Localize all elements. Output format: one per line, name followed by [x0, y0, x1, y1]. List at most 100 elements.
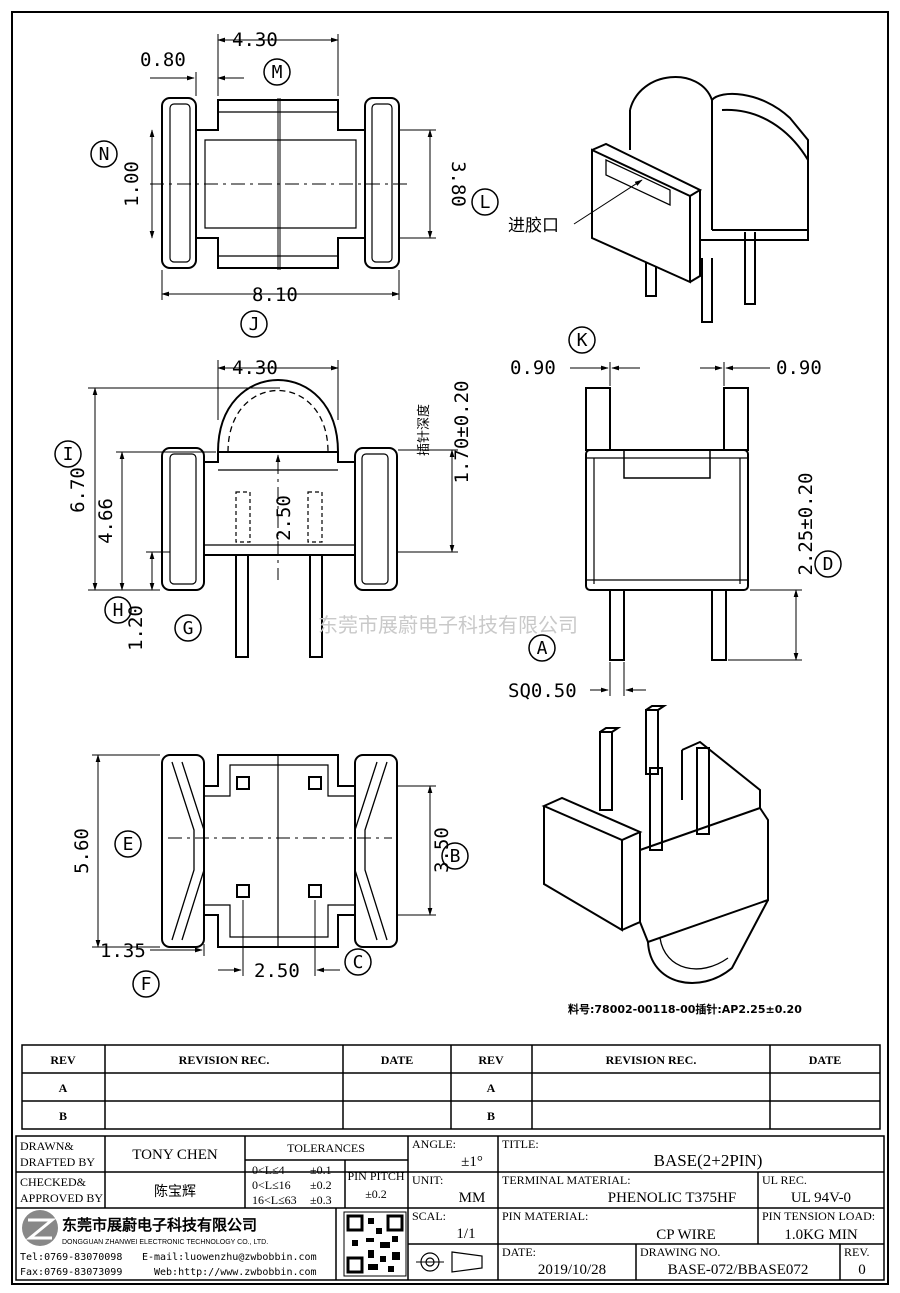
unit-value: MM [459, 1190, 486, 1206]
front-view [54, 360, 458, 658]
tol-value-3: ±0.3 [310, 1193, 332, 1207]
company-email: E-mail:luowenzhu@zwbobbin.com [142, 1252, 317, 1263]
rev-header-left: REV [50, 1053, 76, 1067]
rec-header-right: REVISION REC. [606, 1053, 697, 1067]
checked-value: 陈宝辉 [154, 1183, 196, 1200]
front-dim-body: 4.66 [95, 498, 117, 544]
rec-header-left: REVISION REC. [179, 1053, 270, 1067]
rev-value: 0 [858, 1262, 866, 1278]
terminal-label: TERMINAL MATERIAL: [502, 1173, 631, 1187]
marker-c: C [353, 952, 364, 973]
rev-row-a-left: A [59, 1081, 68, 1095]
marker-d: D [823, 554, 834, 575]
iso-view-top [573, 76, 809, 323]
top-dim-overall: 8.10 [252, 284, 298, 306]
marker-e: E [123, 834, 134, 855]
company-name-en: DONGGUAN ZHANWEI ELECTRONIC TECHNOLOGY C… [62, 1239, 268, 1246]
tolerances-label: TOLERANCES [287, 1141, 365, 1155]
rev-header-right: REV [478, 1053, 504, 1067]
marker-n: N [99, 144, 110, 165]
bottom-dim-inner: 3.50 [431, 827, 453, 873]
revision-table [21, 1044, 881, 1130]
tension-value: 1.0KG MIN [784, 1227, 857, 1243]
company-logo [22, 1210, 58, 1246]
top-dim-inner: 3.80 [447, 161, 469, 207]
bottom-view [92, 754, 469, 998]
date-header-left: DATE [381, 1053, 413, 1067]
drawn-label-2: DRAFTED BY [20, 1155, 95, 1169]
front-pin-depth-label: 插针深度 [416, 404, 432, 456]
drawn-value: TONY CHEN [132, 1147, 218, 1163]
top-view [90, 34, 499, 338]
rev-row-b-left: B [59, 1109, 67, 1123]
ul-label: UL REC. [762, 1173, 807, 1187]
side-dim-pin-square: SQ0.50 [508, 680, 577, 702]
marker-a: A [537, 638, 548, 659]
qr-code [343, 1211, 407, 1277]
checked-label-2: APPROVED BY [20, 1191, 103, 1205]
side-dim-pin-length: 2.25±0.20 [795, 473, 817, 576]
angle-label: ANGLE: [412, 1137, 456, 1151]
watermark: 东莞市展蔚电子科技有限公司 [318, 613, 578, 637]
tol-value-2: ±0.2 [310, 1178, 332, 1192]
checked-label-1: CHECKED& [20, 1175, 87, 1189]
marker-m: M [272, 62, 283, 83]
front-dim-pin-depth: 1.70±0.20 [451, 381, 473, 484]
side-view [528, 326, 842, 696]
scale-label: SCAL: [412, 1209, 446, 1223]
iso-view-bottom [541, 705, 769, 984]
tol-range-3: 16<L≤63 [252, 1193, 297, 1207]
tol-range-1: 0<L≤4 [252, 1163, 285, 1177]
front-dim-base: 1.20 [125, 605, 147, 651]
company-fax: Fax:0769-83073099 [20, 1267, 122, 1278]
front-dim-total: 6.70 [67, 467, 89, 513]
rev-label: REV. [844, 1245, 869, 1259]
company-tel: Tel:0769-83070098 [20, 1252, 122, 1263]
title-label: TITLE: [502, 1137, 539, 1151]
bottom-dim-flange: 1.35 [100, 940, 146, 962]
front-dim-width: 4.30 [232, 357, 278, 379]
company-web: Web:http://www.zwbobbin.com [154, 1267, 317, 1278]
side-dim-left: 0.90 [510, 357, 556, 379]
drawing-value: BASE-072/BBASE072 [668, 1262, 809, 1278]
bottom-dim-height: 5.60 [71, 828, 93, 874]
rev-row-a-right: A [487, 1081, 496, 1095]
tol-range-2: 0<L≤16 [252, 1178, 291, 1192]
marker-f: F [141, 974, 152, 995]
terminal-value: PHENOLIC T375HF [608, 1190, 736, 1206]
sheet-border [11, 11, 889, 1285]
title-block [15, 1135, 885, 1281]
scale-value: 1/1 [456, 1226, 475, 1242]
side-dim-right: 0.90 [776, 357, 822, 379]
front-dim-spacing: 2.50 [273, 495, 295, 541]
top-dim-width: 4.30 [232, 29, 278, 51]
date-header-right: DATE [809, 1053, 841, 1067]
ul-value: UL 94V-0 [791, 1190, 851, 1206]
tension-label: PIN TENSION LOAD: [762, 1209, 875, 1223]
rev-row-b-right: B [487, 1109, 495, 1123]
title-value: BASE(2+2PIN) [654, 1151, 763, 1170]
unit-label: UNIT: [412, 1173, 443, 1187]
pin-material-label: PIN MATERIAL: [502, 1209, 588, 1223]
marker-b: B [450, 846, 461, 867]
drawing-label: DRAWING NO. [640, 1245, 720, 1259]
top-dim-flange: 0.80 [140, 49, 186, 71]
marker-h: H [113, 600, 124, 621]
marker-k: K [577, 330, 588, 351]
bottom-dim-pin-pitch: 2.50 [254, 960, 300, 982]
date-value: 2019/10/28 [538, 1262, 606, 1278]
pin-material-value: CP WIRE [656, 1227, 716, 1243]
angle-value: ±1° [461, 1154, 483, 1170]
pin-pitch-label: PIN PITCH [347, 1169, 404, 1183]
marker-i: I [63, 444, 74, 465]
top-dim-height: 1.00 [121, 161, 143, 207]
part-note: 料号:78002-00118-00插针:AP2.25±0.20 [568, 1002, 802, 1016]
tol-value-1: ±0.1 [310, 1163, 332, 1177]
drawn-label-1: DRAWN& [20, 1139, 74, 1153]
date-label: DATE: [502, 1245, 536, 1259]
pin-pitch-value: ±0.2 [365, 1187, 387, 1201]
gate-label: 进胶口 [508, 216, 559, 236]
company-name-cn: 东莞市展蔚电子科技有限公司 [62, 1216, 257, 1234]
